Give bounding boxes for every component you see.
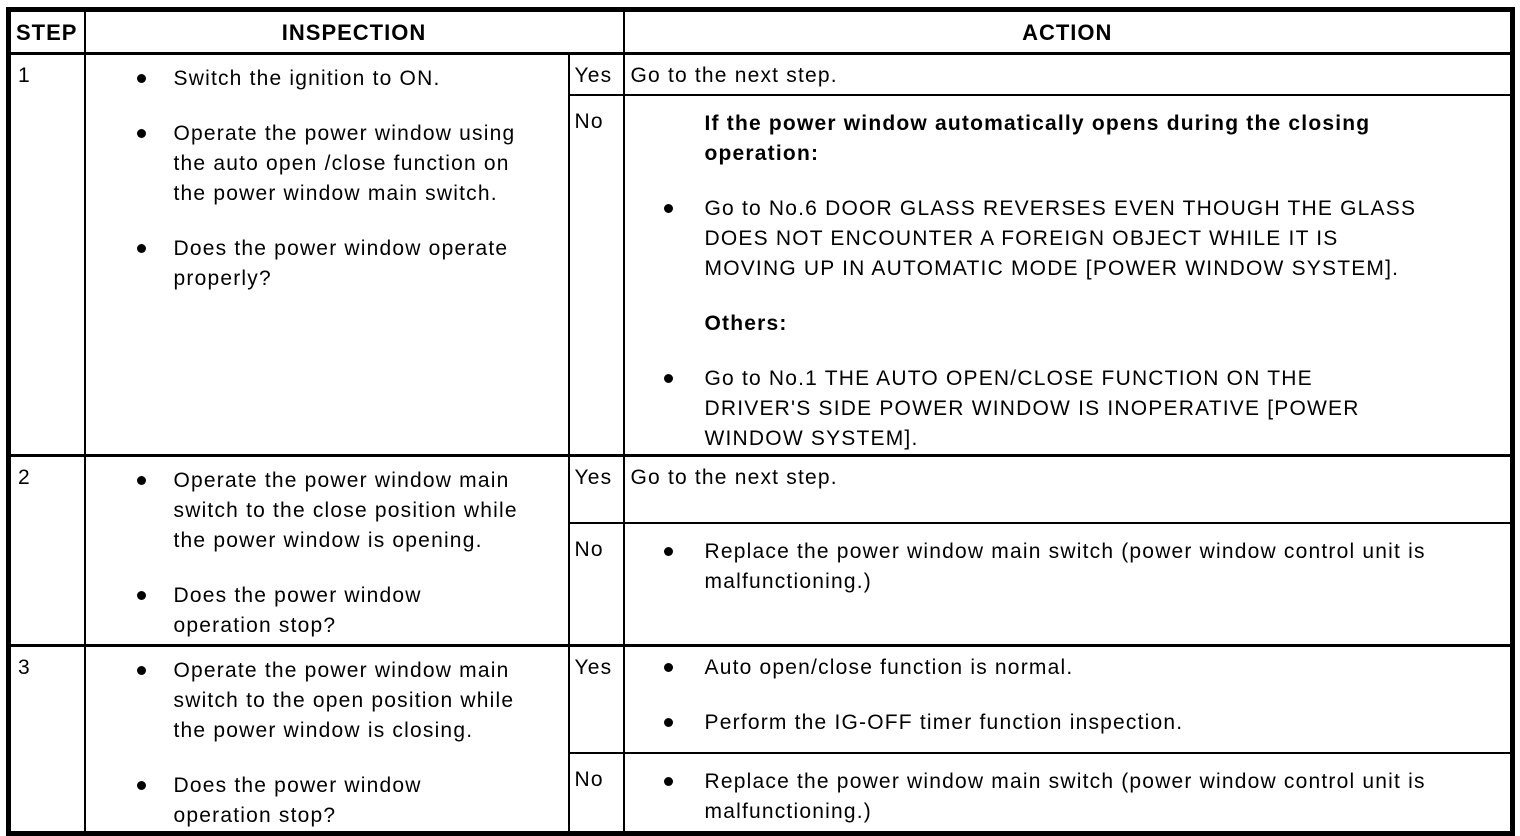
inspection-bullet-item: Does the power window operate properly? <box>87 234 567 294</box>
step2-number-cell: 2 <box>7 453 86 646</box>
step3-yes-label-cell: Yes <box>567 643 625 755</box>
action-bullet-item: Replace the power window main switch (po… <box>626 767 1511 827</box>
bullet-icon <box>663 708 705 727</box>
step3-no-action-cell: Replace the power window main switch (po… <box>622 752 1514 834</box>
bullet-icon <box>136 234 174 253</box>
action-text: Replace the power window main switch (po… <box>704 770 1426 824</box>
action-text: Go to No.1 THE AUTO OPEN/CLOSE FUNCTION … <box>704 366 1360 450</box>
inspection-column-header: INSPECTION <box>83 8 625 55</box>
step3-no-label-cell: No <box>567 752 625 834</box>
action-text: Auto open/close function is normal. <box>704 655 1074 679</box>
bullet-icon <box>136 64 174 83</box>
inspection-bullet-item: Operate the power window using the auto … <box>87 119 567 209</box>
inspection-text: Operate the power window using the auto … <box>173 122 516 205</box>
bullet-icon <box>136 119 174 138</box>
step1-yes-row: 1 Switch the ignition to ON. Operate the… <box>7 52 1514 456</box>
bullet-icon <box>136 771 174 790</box>
inspection-text: Switch the ignition to ON. <box>173 67 441 90</box>
step2-no-label-cell: No <box>567 522 625 646</box>
condition-heading: If the power window automatically opens … <box>704 111 1371 165</box>
action-bullet-item: Auto open/close function is normal. <box>626 653 1511 683</box>
header-row: STEP INSPECTION ACTION <box>7 8 1514 55</box>
inspection-bullet-item: Operate the power window main switch to … <box>87 656 567 746</box>
action-text: Perform the IG-OFF timer function inspec… <box>704 710 1184 734</box>
step2-yes-action-cell: Go to the next step. <box>622 453 1514 524</box>
action-text: Go to No.6 DOOR GLASS REVERSES EVEN THOU… <box>704 196 1417 280</box>
step1-no-label-cell: No <box>567 93 625 456</box>
bullet-icon <box>663 767 705 787</box>
step1-yes-action-cell: Go to the next step. <box>622 52 1514 96</box>
step1-inspection-cell: Switch the ignition to ON. Operate the p… <box>83 52 570 456</box>
inspection-text: Does the power window operate properly? <box>173 237 509 290</box>
action-text: Replace the power window main switch (po… <box>704 540 1426 593</box>
step3-number-cell: 3 <box>7 643 86 834</box>
troubleshooting-table: STEP INSPECTION ACTION 1 Switch the igni… <box>6 7 1515 836</box>
step1-no-action-cell: If the power window automatically opens … <box>622 93 1514 456</box>
bullet-icon <box>136 581 174 600</box>
step2-no-action-cell: Replace the power window main switch (po… <box>622 522 1514 646</box>
step1-number-cell: 1 <box>7 52 86 456</box>
step2-inspection-cell: Operate the power window main switch to … <box>83 453 570 646</box>
step3-yes-row: 3 Operate the power window main switch t… <box>7 643 1514 834</box>
step1-no-row: No If the power window automatically ope… <box>9 93 1514 456</box>
step-column-header: STEP <box>7 8 86 55</box>
bullet-icon <box>136 656 174 675</box>
step2-yes-label-cell: Yes <box>567 453 625 524</box>
inspection-text: Operate the power window main switch to … <box>173 468 518 552</box>
inspection-text: Operate the power window main switch to … <box>173 658 515 742</box>
action-bullet-item: Go to No.6 DOOR GLASS REVERSES EVEN THOU… <box>626 194 1511 284</box>
step3-yes-action-cell: Auto open/close function is normal. Perf… <box>622 643 1514 755</box>
step3-no-row: No Replace the power window main switch … <box>9 752 1514 834</box>
step1-yes-label-cell: Yes <box>567 52 625 96</box>
bullet-icon <box>663 364 705 383</box>
action-bullet-item: Go to No.1 THE AUTO OPEN/CLOSE FUNCTION … <box>626 364 1511 454</box>
action-bullet-item: Replace the power window main switch (po… <box>626 537 1511 597</box>
step2-yes-row: 2 Operate the power window main switch t… <box>7 453 1514 646</box>
step3-inspection-cell: Operate the power window main switch to … <box>83 643 570 834</box>
inspection-bullet-item: Does the power window operation stop? <box>87 581 567 641</box>
inspection-bullet-item: Operate the power window main switch to … <box>87 466 567 556</box>
condition-heading: Others: <box>704 311 788 335</box>
bullet-icon <box>663 194 705 213</box>
bullet-icon <box>663 653 705 672</box>
inspection-bullet-item: Switch the ignition to ON. <box>87 64 567 94</box>
step2-no-row: No Replace the power window main switch … <box>9 522 1514 646</box>
action-column-header: ACTION <box>622 8 1514 55</box>
inspection-text: Does the power window operation stop? <box>173 773 422 827</box>
bullet-icon <box>663 537 705 556</box>
bullet-icon <box>136 466 174 485</box>
action-bullet-item: Perform the IG-OFF timer function inspec… <box>626 708 1511 738</box>
inspection-bullet-item: Does the power window operation stop? <box>87 771 567 831</box>
inspection-text: Does the power window operation stop? <box>173 583 422 637</box>
